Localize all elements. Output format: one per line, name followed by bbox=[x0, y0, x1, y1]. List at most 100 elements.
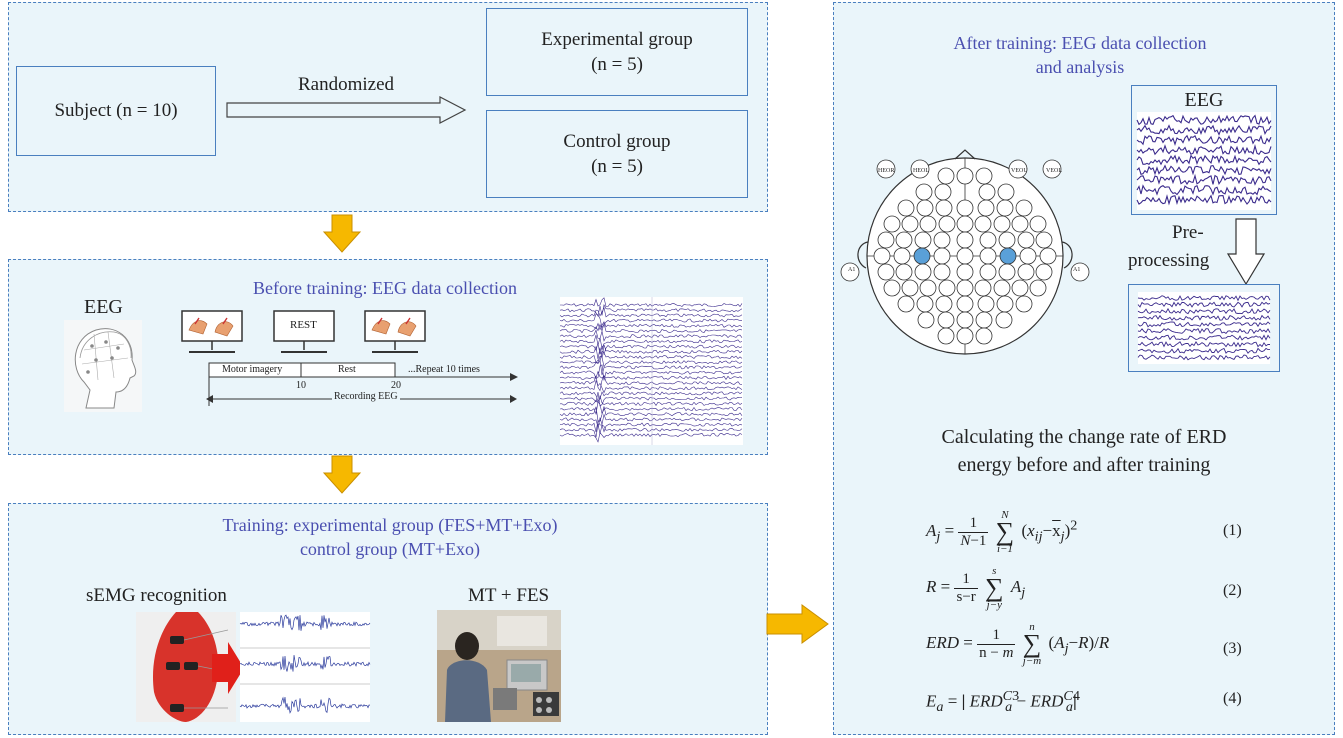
electrode bbox=[917, 311, 935, 329]
trace-line bbox=[559, 334, 743, 350]
trace-line bbox=[1137, 295, 1271, 302]
electrode-veol: VEOL bbox=[1046, 168, 1062, 174]
monitor-rest bbox=[273, 310, 335, 353]
reference-electrode bbox=[1042, 159, 1062, 179]
electrode bbox=[956, 263, 974, 281]
randomized-label: Randomized bbox=[298, 74, 395, 95]
trace-line bbox=[1136, 134, 1272, 146]
electrode bbox=[915, 183, 933, 201]
trace-line bbox=[559, 391, 743, 402]
electrode bbox=[975, 327, 993, 345]
timeline-repeat: ...Repeat 10 times bbox=[408, 364, 480, 375]
trace-line bbox=[559, 344, 743, 360]
electrode bbox=[933, 231, 951, 249]
trace-line bbox=[560, 297, 743, 308]
subject-box: Subject (n = 10) bbox=[16, 66, 216, 156]
electrode bbox=[975, 167, 993, 185]
electrode bbox=[956, 247, 974, 265]
semg-label: sEMG recognition bbox=[86, 585, 227, 606]
electrode bbox=[873, 247, 891, 265]
control-group-label: Control group bbox=[563, 131, 671, 152]
electrode bbox=[978, 183, 996, 201]
trace-line bbox=[1136, 173, 1272, 186]
after-training-title-line2: and analysis bbox=[1035, 57, 1125, 77]
electrode bbox=[1017, 231, 1035, 249]
timeline-tick-10: 10 bbox=[296, 380, 306, 391]
randomized-arrow bbox=[226, 96, 467, 124]
electrode bbox=[1011, 215, 1029, 233]
down-arrow-2 bbox=[322, 455, 362, 494]
electrode bbox=[993, 279, 1011, 297]
electrode bbox=[1017, 263, 1035, 281]
subject-label: Subject (n = 10) bbox=[54, 100, 178, 121]
electrode bbox=[998, 263, 1016, 281]
trace-line bbox=[559, 424, 743, 438]
electrode bbox=[993, 215, 1011, 233]
trace-line bbox=[559, 322, 743, 334]
electrode bbox=[901, 215, 919, 233]
training-title-line1: Training: experimental group (FES+MT+Exo… bbox=[222, 515, 558, 535]
training-title-line2: control group (MT+Exo) bbox=[299, 539, 481, 559]
electrode bbox=[956, 215, 974, 233]
timeline-rest: Rest bbox=[338, 364, 356, 375]
electrode bbox=[1029, 279, 1047, 297]
trace-line bbox=[559, 370, 743, 380]
control-group-box: Control group (n = 5) bbox=[486, 110, 748, 198]
reference-electrode bbox=[876, 159, 896, 179]
preprocessing-label-line1: Pre- bbox=[1172, 222, 1204, 243]
electrode bbox=[877, 263, 895, 281]
electrode bbox=[974, 215, 992, 233]
electrode bbox=[979, 263, 997, 281]
experimental-group-box: Experimental group (n = 5) bbox=[486, 8, 748, 96]
reference-electrode bbox=[910, 159, 930, 179]
trace-line bbox=[559, 374, 743, 392]
electrode bbox=[935, 295, 953, 313]
trace-line bbox=[559, 329, 743, 342]
mt-fes-photo bbox=[437, 610, 561, 722]
trace-line bbox=[559, 432, 743, 443]
electrode bbox=[897, 199, 915, 217]
electrode bbox=[995, 311, 1013, 329]
trace-line bbox=[1137, 314, 1271, 321]
equation-3-number: (3) bbox=[1223, 640, 1242, 657]
trace-line bbox=[559, 350, 743, 364]
trace-line bbox=[1137, 307, 1271, 315]
electrode bbox=[956, 311, 974, 329]
down-arrow-1 bbox=[322, 214, 362, 253]
trace-line bbox=[560, 394, 743, 406]
electrode bbox=[934, 183, 952, 201]
trace-line bbox=[1137, 341, 1271, 348]
experimental-group-n: (n = 5) bbox=[591, 54, 643, 75]
electrode bbox=[956, 167, 974, 185]
electrode bbox=[895, 263, 913, 281]
electrode bbox=[956, 279, 974, 297]
before-training-title: Before training: EEG data collection bbox=[253, 278, 517, 298]
electrode bbox=[974, 279, 992, 297]
trace-line bbox=[559, 401, 743, 416]
trace-line bbox=[1137, 354, 1271, 361]
trace-line bbox=[1137, 347, 1270, 354]
trace-line bbox=[1136, 154, 1272, 166]
highlighted-electrode bbox=[913, 247, 931, 265]
trace-line bbox=[559, 379, 743, 394]
electrode-montage bbox=[840, 149, 1090, 355]
electrode bbox=[996, 295, 1014, 313]
trace-line bbox=[1136, 184, 1272, 196]
highlighted-electrode bbox=[999, 247, 1017, 265]
electrode bbox=[916, 295, 934, 313]
timeline-tick-20: 20 bbox=[391, 380, 401, 391]
rest-screen-text: REST bbox=[290, 319, 317, 331]
electrode bbox=[895, 231, 913, 249]
calc-title-line1: Calculating the change rate of ERD bbox=[941, 426, 1227, 448]
after-eeg-raw-traces bbox=[1136, 112, 1272, 210]
equation-4: Ea = | ERDC3a − ERDC4a| bbox=[926, 688, 1080, 716]
trace-line bbox=[1136, 144, 1272, 156]
mt-fes-label: MT + FES bbox=[468, 585, 550, 606]
trace-line bbox=[1137, 321, 1271, 328]
electrode bbox=[1035, 231, 1053, 249]
trace-line bbox=[559, 406, 743, 422]
electrode bbox=[979, 247, 997, 265]
trace-line bbox=[1137, 334, 1271, 341]
electrode bbox=[998, 231, 1016, 249]
right-arrow bbox=[766, 604, 829, 644]
